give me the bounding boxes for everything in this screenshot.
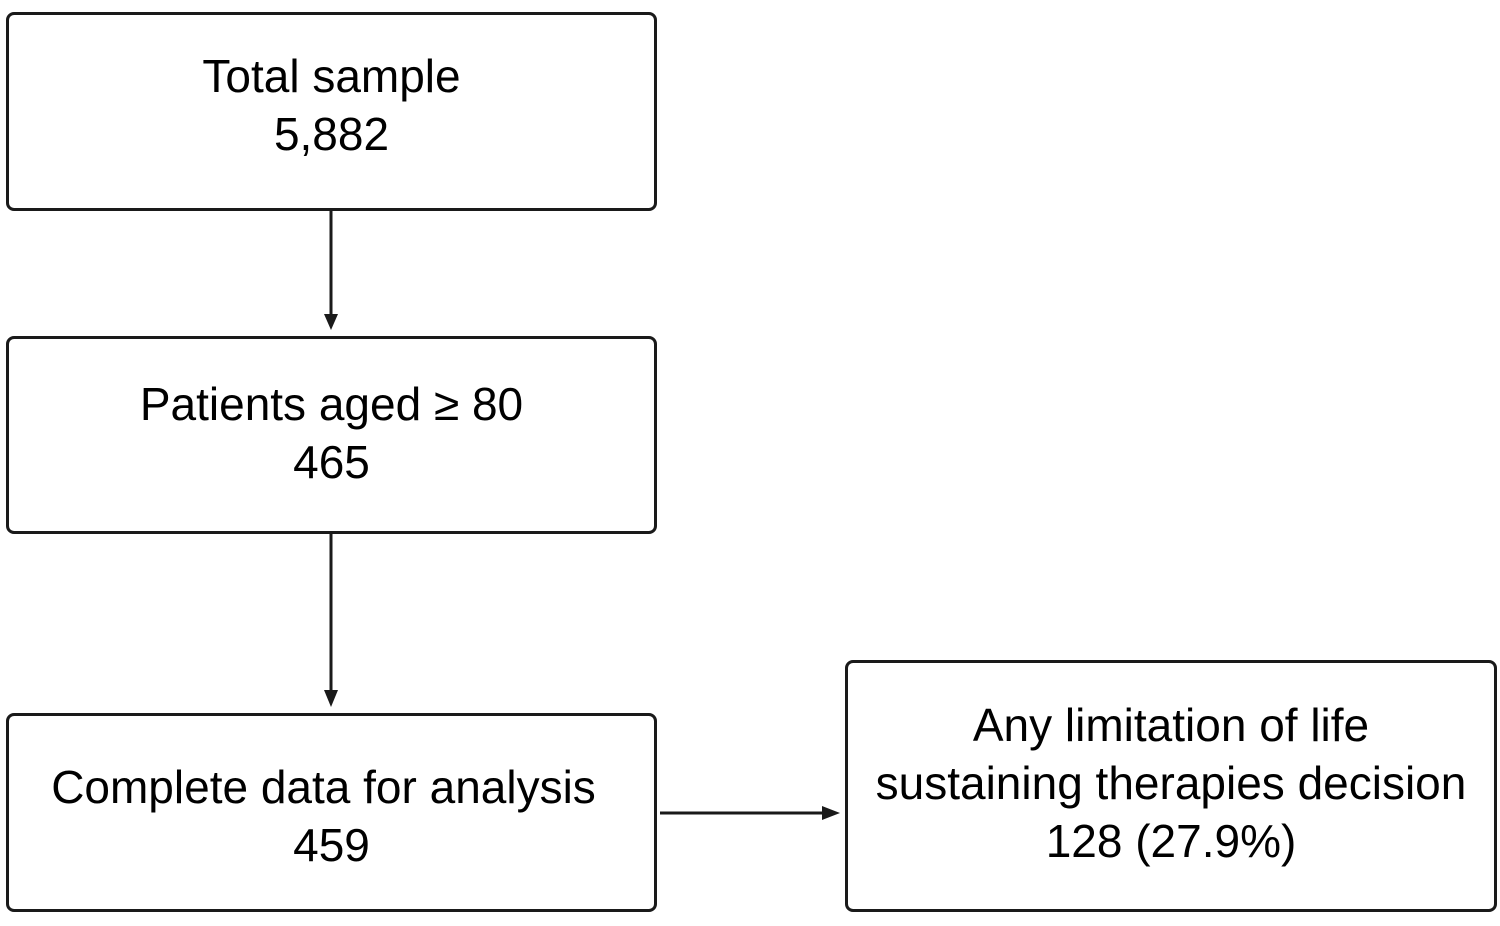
arrow-aged-to-complete — [324, 534, 338, 707]
total-sample-count: 5,882 — [273, 108, 390, 160]
complete-data-label: Complete data for analysis — [51, 761, 596, 813]
patients-aged-label: Patients aged ≥ 80 — [139, 378, 524, 430]
arrow-complete-to-limitation — [660, 806, 840, 820]
patients-aged-box: Patients aged ≥ 80 465 — [6, 336, 657, 534]
limitation-label-line2: sustaining therapies decision — [875, 757, 1467, 809]
arrowhead-right-icon — [822, 806, 840, 820]
limitation-box: Any limitation of life sustaining therap… — [845, 660, 1497, 912]
complete-data-box: Complete data for analysis 459 — [6, 713, 657, 912]
arrowhead-down-icon — [324, 314, 338, 330]
patients-aged-count: 465 — [293, 436, 370, 488]
complete-data-count: 459 — [293, 819, 370, 871]
total-sample-box: Total sample 5,882 — [6, 12, 657, 211]
total-sample-label: Total sample — [202, 50, 461, 102]
limitation-label-line1: Any limitation of life — [972, 699, 1370, 751]
limitation-count: 128 (27.9%) — [1045, 815, 1297, 867]
arrow-total-to-aged — [324, 211, 338, 330]
arrowhead-down-icon — [324, 690, 338, 707]
